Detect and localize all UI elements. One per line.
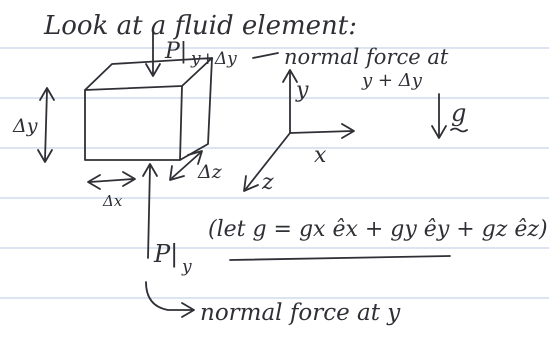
- ruled-lines: [0, 47, 549, 299]
- delta-x-label: Δx: [102, 192, 123, 210]
- bottom-note-arrow: [145, 281, 195, 318]
- delta-z-arrow: [169, 150, 203, 181]
- coordinate-axes: [243, 69, 355, 192]
- bottom-pressure-label: P|: [153, 240, 178, 269]
- z-axis-label: z: [261, 170, 274, 195]
- gravity-components-equation: (let g = gx êx + gy êy + gz êz): [208, 217, 548, 242]
- gravity-vector-tilde: [450, 127, 468, 133]
- y-axis-label: y: [295, 78, 309, 103]
- gravity-symbol: g: [451, 99, 466, 127]
- delta-z-label: Δz: [197, 161, 223, 183]
- gravity-arrow: [431, 93, 447, 139]
- top-pressure-label: P|: [164, 39, 187, 64]
- equation-underline: [229, 255, 451, 261]
- delta-x-arrow: [87, 171, 136, 190]
- fluid-element-cube: [84, 57, 213, 161]
- x-axis-label: x: [314, 143, 327, 168]
- delta-y-label: Δy: [12, 115, 38, 137]
- title: Look at a fluid element:: [43, 11, 357, 41]
- delta-y-arrow: [37, 87, 55, 163]
- top-note-line1: normal force at: [284, 45, 449, 69]
- bottom-note: normal force at y: [200, 300, 401, 326]
- top-note-line2: y + Δy: [361, 70, 423, 91]
- top-pressure-arrow: [145, 29, 161, 77]
- top-pressure-subscript: y+Δy: [190, 49, 237, 69]
- top-note-dash: [252, 52, 279, 59]
- bottom-pressure-arrow: [142, 163, 158, 259]
- bottom-pressure-subscript: y: [181, 257, 192, 277]
